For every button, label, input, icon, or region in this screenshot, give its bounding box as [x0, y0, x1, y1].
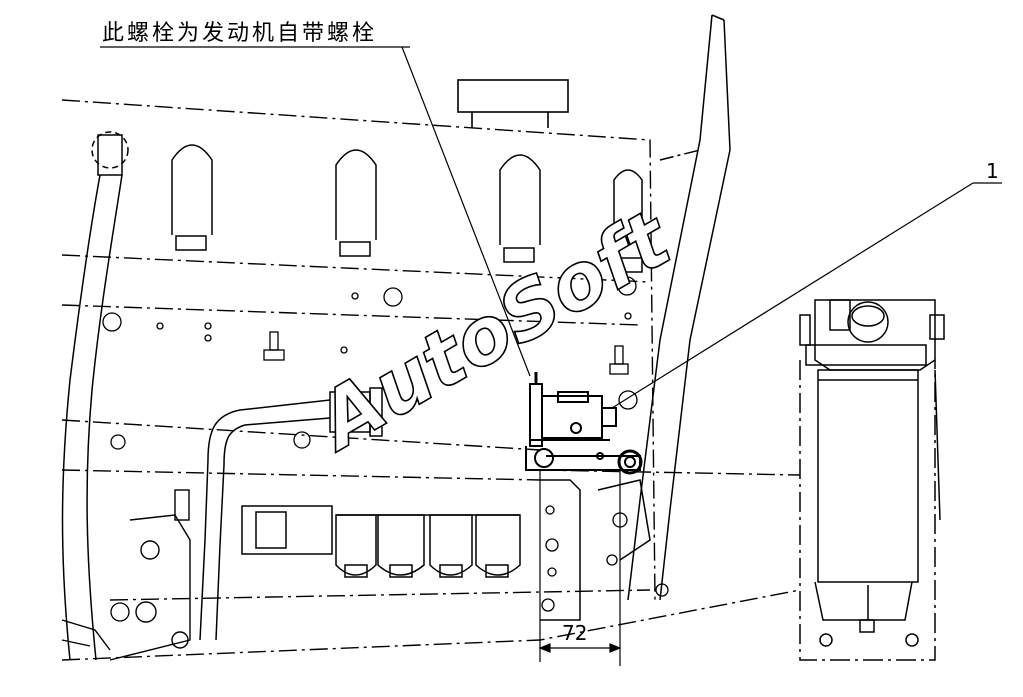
fuel-line [199, 387, 383, 641]
bolt-note-text: 此螺栓为发动机自带螺栓 [102, 21, 377, 46]
exhaust-bracket [627, 14, 731, 601]
studs [263, 331, 629, 375]
engine-top-cap [457, 79, 569, 128]
callout-number-1: 1 [986, 159, 999, 183]
dimension-value: 72 [562, 621, 587, 645]
callout-leader [611, 182, 1002, 409]
dimension-marker [538, 470, 622, 666]
note-leader [100, 46, 531, 377]
filter-assembly [799, 299, 945, 661]
cylinder-ports [171, 144, 643, 273]
left-hose [61, 131, 129, 661]
lower-plate [540, 479, 651, 621]
watermark-text: AutoSoft [299, 193, 687, 469]
sensor-bracket [525, 372, 643, 475]
pump-housing [61, 489, 191, 661]
injector-row [241, 505, 521, 578]
